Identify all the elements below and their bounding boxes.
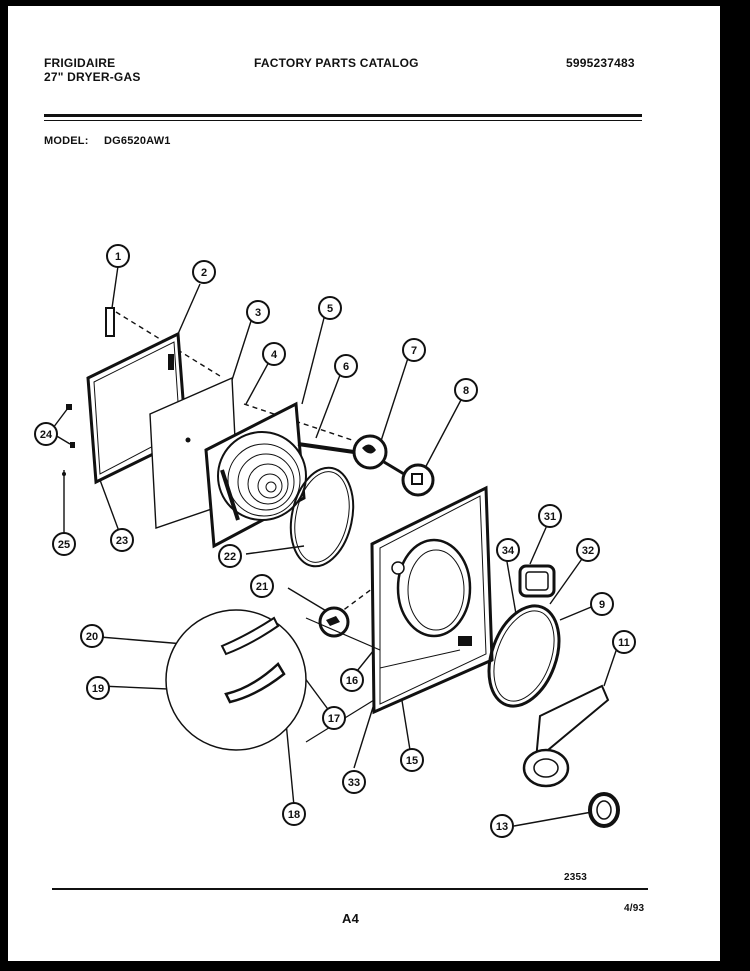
brand-name: FRIGIDAIRE bbox=[44, 56, 116, 70]
callout-circle bbox=[86, 676, 110, 700]
catalog-number: 5995237483 bbox=[566, 56, 635, 70]
product-name: 27" DRYER-GAS bbox=[44, 70, 141, 84]
callout-circle bbox=[400, 748, 424, 772]
callout-11: 11 bbox=[612, 630, 636, 654]
callout-2: 2 bbox=[192, 260, 216, 284]
drawing-number: 2353 bbox=[564, 872, 588, 883]
callout-circle bbox=[80, 624, 104, 648]
callout-label: 22 bbox=[224, 551, 236, 563]
callout-label: 6 bbox=[343, 361, 349, 373]
callout-7: 7 bbox=[402, 338, 426, 362]
callout-9: 9 bbox=[590, 592, 614, 616]
callout-circle bbox=[106, 244, 130, 268]
callout-label: 21 bbox=[256, 581, 268, 593]
callout-circle bbox=[454, 378, 478, 402]
callout-circle bbox=[322, 706, 346, 730]
page-label: A4 bbox=[342, 911, 360, 926]
callout-circle bbox=[612, 630, 636, 654]
callout-label: 9 bbox=[599, 599, 605, 611]
callout-label: 17 bbox=[328, 713, 340, 725]
model-label: MODEL: bbox=[44, 135, 89, 147]
callout-label: 34 bbox=[502, 545, 515, 557]
catalog-title: FACTORY PARTS CATALOG bbox=[254, 56, 419, 70]
callout-circle bbox=[334, 354, 358, 378]
callout-22: 22 bbox=[218, 544, 242, 568]
callout-33: 33 bbox=[342, 770, 366, 794]
callout-20: 20 bbox=[80, 624, 104, 648]
callout-label: 16 bbox=[346, 675, 358, 687]
callout-1: 1 bbox=[106, 244, 130, 268]
callout-label: 24 bbox=[40, 429, 53, 441]
callout-label: 19 bbox=[92, 683, 104, 695]
callout-label: 1 bbox=[115, 251, 121, 263]
callout-circle bbox=[490, 814, 514, 838]
print-date: 4/93 bbox=[624, 903, 645, 914]
callout-label: 8 bbox=[463, 385, 469, 397]
callout-circle bbox=[576, 538, 600, 562]
callout-label: 7 bbox=[411, 345, 417, 357]
callout-label: 11 bbox=[618, 637, 630, 649]
callout-circle bbox=[402, 338, 426, 362]
callout-circle bbox=[250, 574, 274, 598]
callout-circle bbox=[318, 296, 342, 320]
callout-circle bbox=[282, 802, 306, 826]
callout-label: 4 bbox=[271, 349, 278, 361]
callout-13: 13 bbox=[490, 814, 514, 838]
callout-label: 33 bbox=[348, 777, 360, 789]
callout-32: 32 bbox=[576, 538, 600, 562]
callout-31: 31 bbox=[538, 504, 562, 528]
callout-label: 32 bbox=[582, 545, 594, 557]
callout-label: 20 bbox=[86, 631, 98, 643]
callout-3: 3 bbox=[246, 300, 270, 324]
callout-label: 5 bbox=[327, 303, 333, 315]
callout-18: 18 bbox=[282, 802, 306, 826]
callout-circle bbox=[52, 532, 76, 556]
callout-17: 17 bbox=[322, 706, 346, 730]
callout-circle bbox=[262, 342, 286, 366]
callout-label: 13 bbox=[496, 821, 508, 833]
parts-catalog-sheet: FRIGIDAIRE 27" DRYER-GAS FACTORY PARTS C… bbox=[8, 6, 720, 961]
callout-21: 21 bbox=[250, 574, 274, 598]
model-number: DG6520AW1 bbox=[104, 135, 171, 147]
callout-label: 15 bbox=[406, 755, 418, 767]
callout-6: 6 bbox=[334, 354, 358, 378]
callout-circle bbox=[538, 504, 562, 528]
callout-group: 1234567891113151617181920212223242531323… bbox=[34, 244, 636, 838]
callout-circle bbox=[496, 538, 520, 562]
callout-circle bbox=[110, 528, 134, 552]
callout-circle bbox=[342, 770, 366, 794]
callout-label: 2 bbox=[201, 267, 207, 279]
callout-4: 4 bbox=[262, 342, 286, 366]
callout-5: 5 bbox=[318, 296, 342, 320]
callout-25: 25 bbox=[52, 532, 76, 556]
callout-circle bbox=[590, 592, 614, 616]
callout-16: 16 bbox=[340, 668, 364, 692]
callout-label: 18 bbox=[288, 809, 300, 821]
callout-23: 23 bbox=[110, 528, 134, 552]
callout-circle bbox=[34, 422, 58, 446]
callout-circle bbox=[218, 544, 242, 568]
callout-label: 23 bbox=[116, 535, 128, 547]
footer-rule bbox=[52, 888, 648, 890]
callout-34: 34 bbox=[496, 538, 520, 562]
callout-label: 31 bbox=[544, 511, 556, 523]
callout-19: 19 bbox=[86, 676, 110, 700]
callout-circle bbox=[340, 668, 364, 692]
callout-15: 15 bbox=[400, 748, 424, 772]
header-rule-thin bbox=[44, 120, 642, 121]
callout-label: 25 bbox=[58, 539, 70, 551]
callout-8: 8 bbox=[454, 378, 478, 402]
callout-24: 24 bbox=[34, 422, 58, 446]
header-rule bbox=[44, 114, 642, 117]
callout-label: 3 bbox=[255, 307, 261, 319]
callout-circle bbox=[192, 260, 216, 284]
callout-circle bbox=[246, 300, 270, 324]
